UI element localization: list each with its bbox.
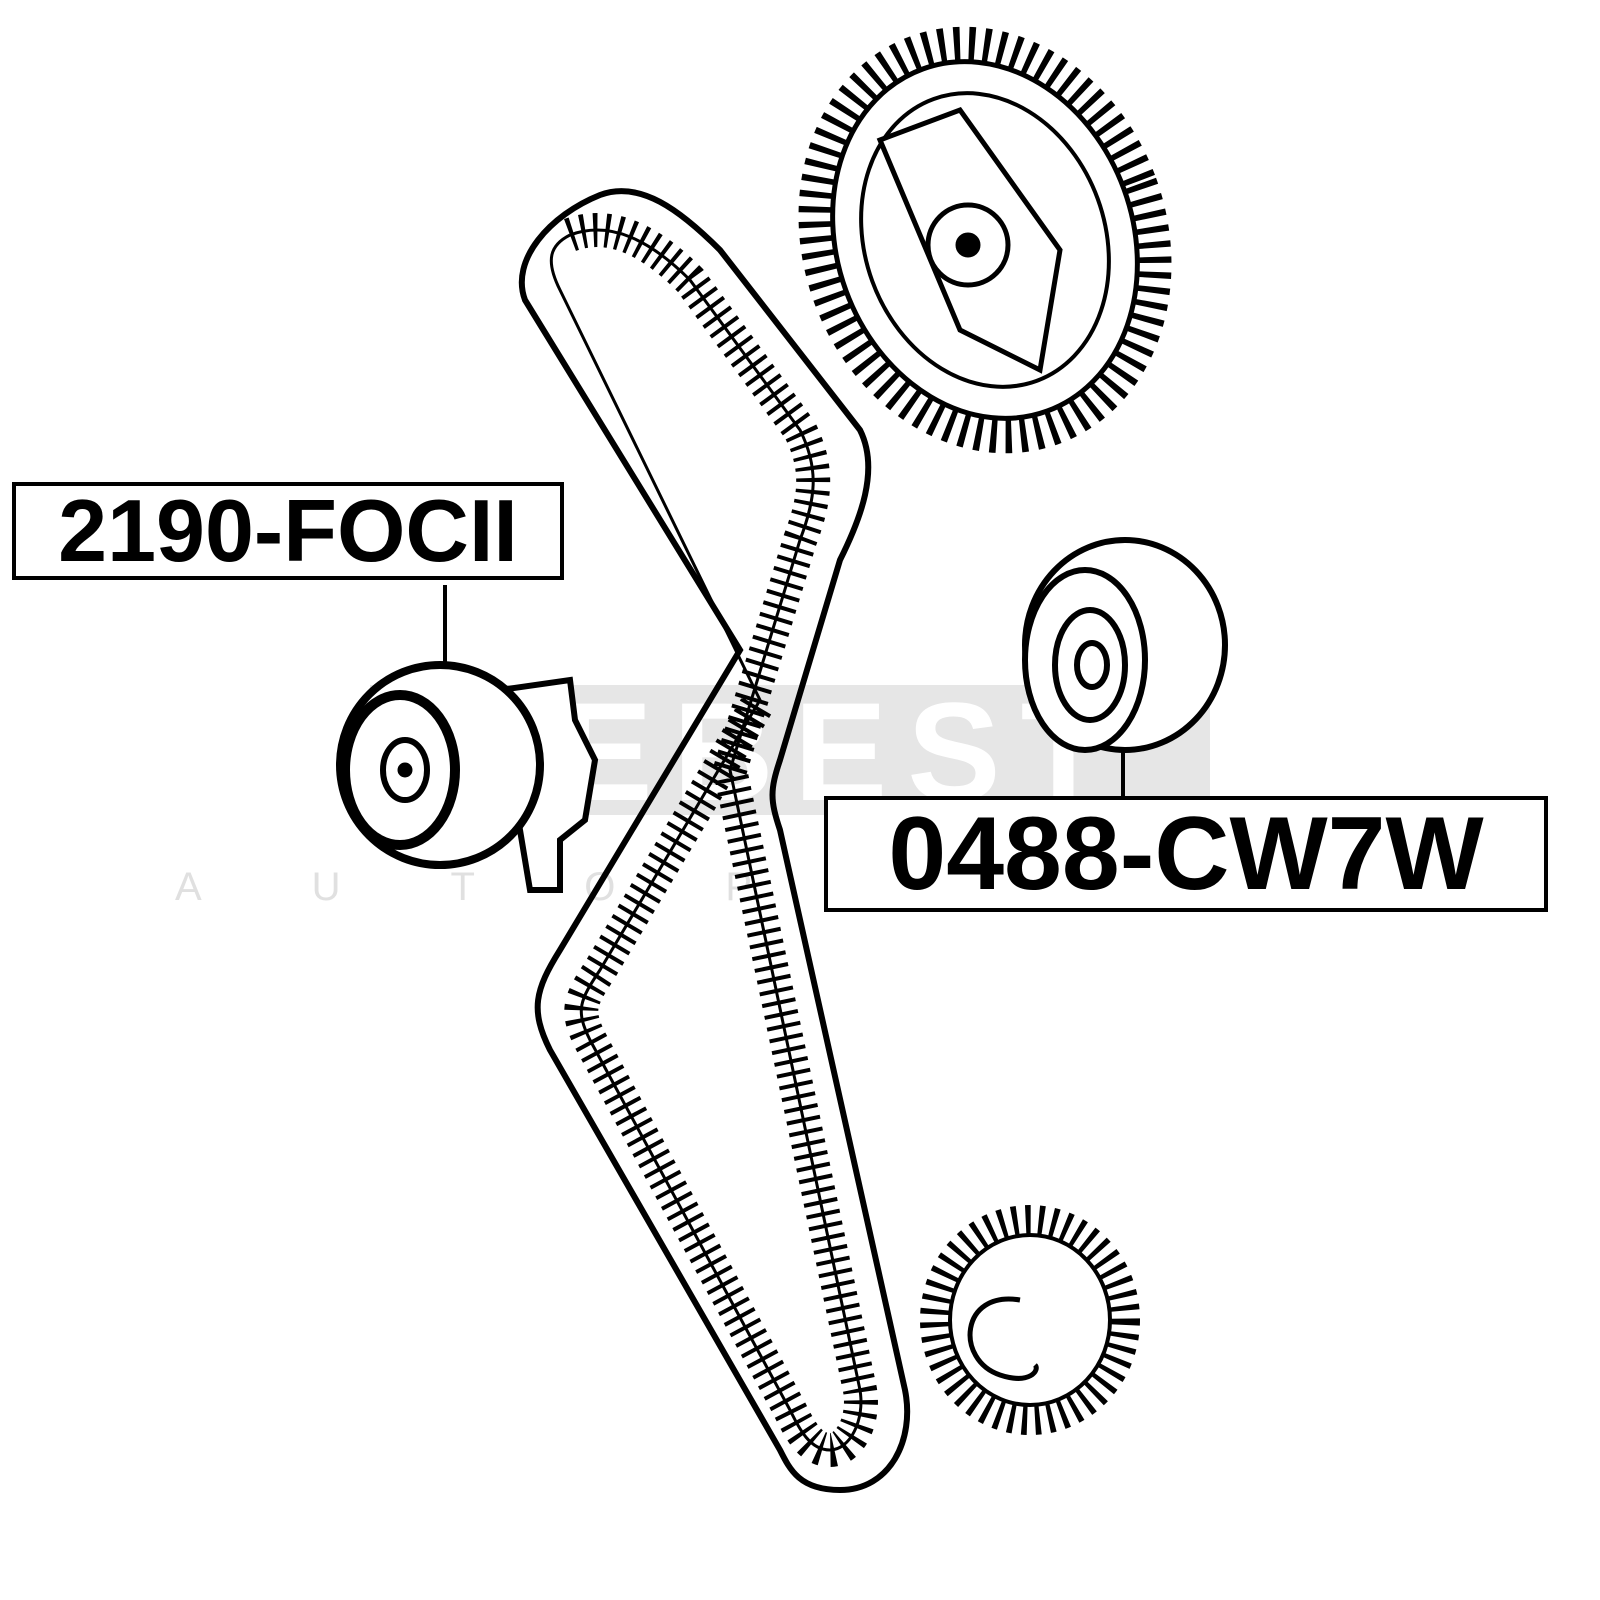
part-label-tensioner: 2190-FOCII: [12, 482, 564, 580]
crankshaft-sprocket: [920, 1205, 1140, 1435]
camshaft-sprocket: [798, 26, 1172, 454]
timing-belt: [518, 188, 911, 1494]
tensioner-pulley: [336, 585, 599, 893]
idler-pulley: [1022, 537, 1228, 798]
part-label-idler: 0488-CW7W: [824, 796, 1548, 912]
